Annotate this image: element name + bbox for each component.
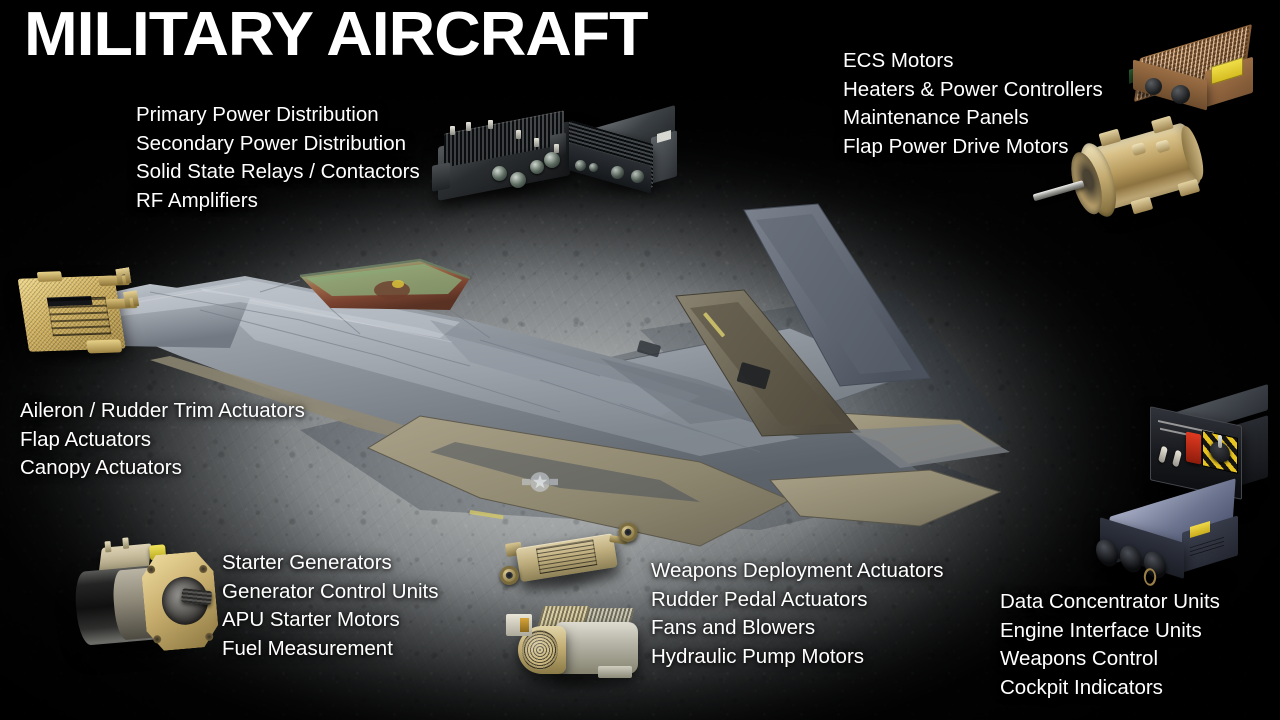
callout-line: Starter Generators [222, 551, 392, 574]
panel-lines [149, 279, 761, 453]
callout-line: APU Starter Motors [222, 608, 400, 632]
vertical-tail-right-shade [690, 302, 842, 426]
page-title: MILITARY AIRCRAFT [24, 0, 649, 69]
right-wing-shadow [430, 442, 700, 502]
product-data-concentrator-unit [1086, 478, 1266, 600]
product-primary-power-distribution-unit [430, 110, 580, 204]
tail-stripe-marking [703, 312, 725, 338]
wing-stripe-marking [469, 510, 504, 520]
fuselage-lower-shade [150, 356, 640, 486]
callout-line: Secondary Power Distribution [136, 131, 407, 155]
f22-raptor-aircraft [0, 180, 1180, 547]
callout-line: Weapons Control [1000, 647, 1159, 671]
product-secondary-power-distribution-unit [565, 105, 685, 198]
helmet-highlight [392, 280, 404, 288]
right-horizontal-stabilizer [768, 469, 1002, 527]
pilot-helmet [374, 281, 410, 299]
callout-line: Flap Actuators [20, 427, 152, 451]
vertical-tail-left-shade [756, 214, 912, 374]
callout-line: Heaters & Power Controllers [843, 77, 1103, 101]
product-starter-generator [65, 533, 230, 671]
weapons-bay-vent [736, 362, 771, 390]
callout-avionics: Data Concentrator Units Engine Interface… [1000, 588, 1220, 702]
callout-line: Data Concentrator Units [1000, 590, 1220, 613]
callout-ecs-motors: ECS Motors Heaters & Power Controllers M… [843, 47, 1103, 161]
engine-bay-shade [600, 358, 760, 424]
callout-line: RF Amplifiers [136, 188, 258, 212]
callout-utility-actuation: Weapons Deployment Actuators Rudder Peda… [651, 557, 943, 671]
callout-line: Maintenance Panels [843, 106, 1029, 130]
callout-line: Canopy Actuators [20, 456, 182, 480]
exhaust-deck [850, 424, 1010, 468]
callout-line: Aileron / Rudder Trim Actuators [20, 399, 305, 422]
access-panel-dark [637, 340, 661, 358]
callout-line: Fans and Blowers [651, 616, 816, 640]
canopy-glare [306, 264, 462, 296]
callout-line: Solid State Relays / Contactors [136, 160, 420, 184]
canopy-frame [299, 258, 471, 280]
product-solid-state-relay [11, 256, 153, 375]
callout-line: Hydraulic Pump Motors [651, 644, 865, 668]
callout-line: Engine Interface Units [1000, 618, 1202, 642]
callout-line: ECS Motors [843, 49, 954, 72]
callout-line: Flap Power Drive Motors [843, 134, 1069, 158]
callout-line: Primary Power Distribution [136, 103, 379, 126]
intake-shade [430, 320, 700, 416]
callout-line: Cockpit Indicators [1000, 675, 1163, 699]
callout-flight-control-actuators: Aileron / Rudder Trim Actuators Flap Act… [20, 397, 305, 483]
callout-line: Weapons Deployment Actuators [651, 559, 944, 582]
product-heater-power-controller [1125, 23, 1275, 128]
star-insignia [522, 472, 558, 492]
callout-line: Generator Control Units [222, 579, 439, 603]
callout-line: Fuel Measurement [222, 636, 393, 660]
right-wing [366, 415, 792, 547]
callout-generation-fuel: Starter Generators Generator Control Uni… [222, 549, 438, 663]
callout-line: Rudder Pedal Actuators [651, 587, 868, 611]
product-fan-blower [500, 602, 660, 694]
callout-power-distribution: Primary Power Distribution Secondary Pow… [136, 101, 420, 215]
